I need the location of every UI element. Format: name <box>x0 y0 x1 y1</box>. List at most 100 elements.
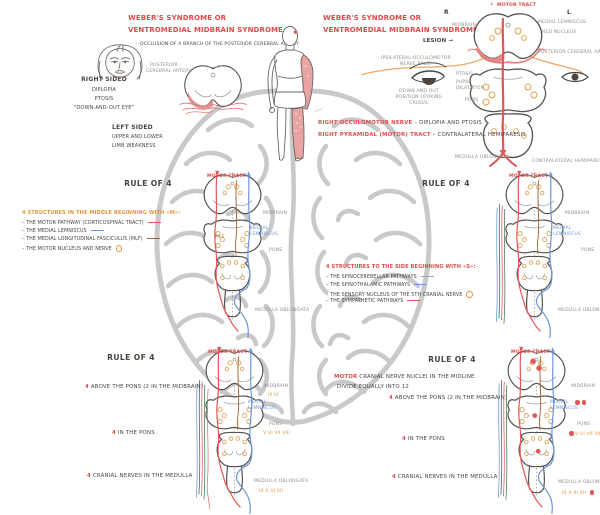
s-item-spinothalamic: THE SPINOTHALAMIC PATHWAYS <box>326 283 428 288</box>
pca-label-weber: POSTERIOR CEREBRAL ARTERY <box>538 50 600 55</box>
pca-label-line2: CEREBRAL ARTERY <box>146 69 192 74</box>
lesion-arrow-icon: → <box>448 38 454 44</box>
rule-item-medulla-r: 4 CRANIAL NERVES IN THE MEDULLA <box>392 474 498 480</box>
motor-tract-label-a: MOTOR TRACT <box>207 174 247 179</box>
motor-nucleus-dot <box>569 431 574 436</box>
rule-item-medulla: 4 CRANIAL NERVES IN THE MEDULLA <box>87 473 193 479</box>
limb-weakness-label: LIMB WEAKNESS <box>112 143 156 149</box>
midbrain-label-c: MIDBRAIN <box>264 384 289 389</box>
left-marker: L <box>567 9 572 16</box>
oculomotor-palsy-label-2: NERVE PALSY <box>399 62 433 67</box>
rule-item-in-pons: 4 IN THE PONS <box>112 430 155 436</box>
midbrain-section-sketch <box>179 65 323 115</box>
s-item-sympathetic: THE SYMPATHETIC PATHWAYS <box>326 299 421 304</box>
rule-item-above-pons: 4 ABOVE THE PONS (2 IN THE MIDBRAIN) <box>85 384 204 390</box>
orange-circle-swatch <box>466 291 473 298</box>
motor-nuclei-note-1: MOTOR CRANIAL NERVE NUCLEI IN THE MIDLIN… <box>334 374 475 380</box>
left-sided-label: LEFT SIDED <box>112 124 153 131</box>
pca-label-line1: POSTERIOR <box>150 63 178 68</box>
weber-brainstem-stack <box>361 13 589 167</box>
pons-label-d: PONS <box>577 422 591 427</box>
medulla-label-weber: MEDULLA OBLONGATA <box>455 155 510 160</box>
rule-of-4-heading-3: RULE OF 4 <box>107 353 155 362</box>
motor-tract-label-b: MOTOR TRACT <box>509 174 549 179</box>
m-item-medial-lemniscus: THE MEDIAL LEMNISCUS <box>22 229 104 234</box>
blue-line-swatch <box>414 284 428 285</box>
weber-title-right-1: WEBER'S SYNDROME OR <box>323 14 422 22</box>
pons-label-b: PONS <box>581 248 595 253</box>
midbrain-label-d: MIDBRAIN <box>571 384 596 389</box>
pupil-dilatation-label-1: PUPIL <box>456 80 470 85</box>
pons-nerves-d: V VI VII VIII <box>567 431 600 437</box>
s-structures-title: 4 STRUCTURES TO THE SIDE BEGINNING WITH … <box>326 264 476 270</box>
ptosis-label: PTOSIS <box>94 96 114 102</box>
m-item-motor-nucleus: THE MOTOR NUCLEUS AND NERVE <box>22 245 123 252</box>
red-nucleus-label: RED NUCLEUS <box>542 30 577 35</box>
midbrain-label-weber: MIDBRAIN <box>452 23 477 28</box>
lesion-label: LESION → <box>423 38 454 44</box>
midbrain-label-b: MIDBRAIN <box>565 211 590 216</box>
brainstem-column-m-structures <box>203 170 262 339</box>
pons-label-weber: PONS <box>465 98 479 103</box>
motor-nucleus-dot <box>589 490 595 495</box>
rule-item-in-pons-r: 4 IN THE PONS <box>402 436 445 442</box>
motor-tract-label-weber: MOTOR TRACT <box>497 3 537 8</box>
down-and-out-eye-label: "DOWN-AND-OUT EYE" <box>73 105 135 111</box>
weber-title-left-2: VENTROMEDIAL MIDBRAIN SYNDROME <box>128 26 283 34</box>
midbrain-label-a: MIDBRAIN <box>263 211 288 216</box>
medulla-nerves-c: IX X XI XII <box>259 489 284 494</box>
oculomotor-palsy-label-1: IPSILATERAL OCCULOMOTOR <box>381 56 451 61</box>
occlusion-note: – OCCLUSION OF A BRANCH OF THE POSTERIOR… <box>136 42 299 47</box>
medulla-label-b: MEDULLA OBLONGATA <box>558 308 600 313</box>
medulla-label-d: MEDULLA OBLONGATA <box>558 480 600 485</box>
ptosis-eye-label: PTOSIS <box>456 72 474 77</box>
red-line-swatch <box>407 300 421 301</box>
finding-oculomotor: RIGHT OCCULOMOTOR NERVE – DIPLOPIA AND P… <box>318 120 483 126</box>
diplopia-label: DIPLOPIA <box>92 87 116 93</box>
weber-title-right-2: VENTROMEDIAL MIDBRAIN SYNDROME <box>323 26 478 34</box>
upper-lower-label: UPPER AND LOWER <box>112 134 163 140</box>
right-sided-label: RIGHT SIDED <box>81 76 127 83</box>
m-item-motor-pathway: THE MOTOR PATHWAY (CORTICOSPINAL TRACT) <box>22 221 161 226</box>
down-out-label-3: CAUDAL <box>409 101 429 106</box>
midbrain-nerves-c: III IV <box>268 393 279 398</box>
down-out-label-2: POSITION LOOKING <box>395 95 443 100</box>
bluegray-line-swatch <box>420 276 434 277</box>
down-arrow-icon: ↓ <box>490 2 494 7</box>
orange-circle-swatch <box>115 245 123 252</box>
medulla-label-c: MEDULLA OBLONGATA <box>254 479 309 484</box>
pons-nerves-c: V VI VII VIII <box>263 431 291 436</box>
pons-label-a: PONS <box>269 248 283 253</box>
rule-of-4-heading-2: RULE OF 4 <box>422 179 470 188</box>
medial-lemniscus-label-weber: MEDIAL LEMNISCUS <box>538 20 586 25</box>
brainstem-column-s-structures <box>495 170 564 339</box>
contralateral-hemiparesis-label: CONTRALATERAL HEMIPARESIS <box>532 159 600 164</box>
rule-item-above-pons-r: 4 ABOVE THE PONS (2 IN THE MIDBRAIN) <box>389 395 508 401</box>
m-structures-title: 4 STRUCTURES IN THE MIDDLE BEGINNING WIT… <box>22 210 181 216</box>
body-sketch <box>267 26 314 162</box>
weber-title-left-1: WEBER'S SYNDROME OR <box>128 14 227 22</box>
blue-line-swatch <box>90 230 104 231</box>
rule-of-4-heading-4: RULE OF 4 <box>428 355 476 364</box>
pons-label-c: PONS <box>269 422 283 427</box>
medulla-nerves-d: IX X XI XII <box>562 490 595 496</box>
brown-line-swatch <box>146 238 160 239</box>
medulla-label-a: MEDULLA OBLONGATA <box>255 308 310 313</box>
motor-tract-label-c: MOTOR TRACT <box>208 350 248 355</box>
s-item-sensory-nucleus-v: THE SENSORY NUCLEUS OF THE 5TH CRANIAL N… <box>326 291 473 298</box>
down-out-label-1: DOWN AND OUT <box>399 89 439 94</box>
motor-nuclei-note-2: DIVIDE EQUALLY INTO 12 <box>337 384 409 390</box>
mlf-label-a: MLF <box>215 235 225 240</box>
motor-nucleus-dot <box>575 400 580 405</box>
motor-nucleus-dot <box>581 400 586 405</box>
right-marker: R <box>444 9 449 16</box>
face-sketch <box>97 44 143 80</box>
finding-pyramidal: RIGHT PYRAMIDAL (MOTOR) TRACT – CONTRALA… <box>318 132 526 138</box>
pupil-dilatation-label-2: DILATATION <box>456 86 485 91</box>
m-item-mlf: THE MEDIAL LONGITUDINAL FASCICULUS (MLF) <box>22 237 160 242</box>
